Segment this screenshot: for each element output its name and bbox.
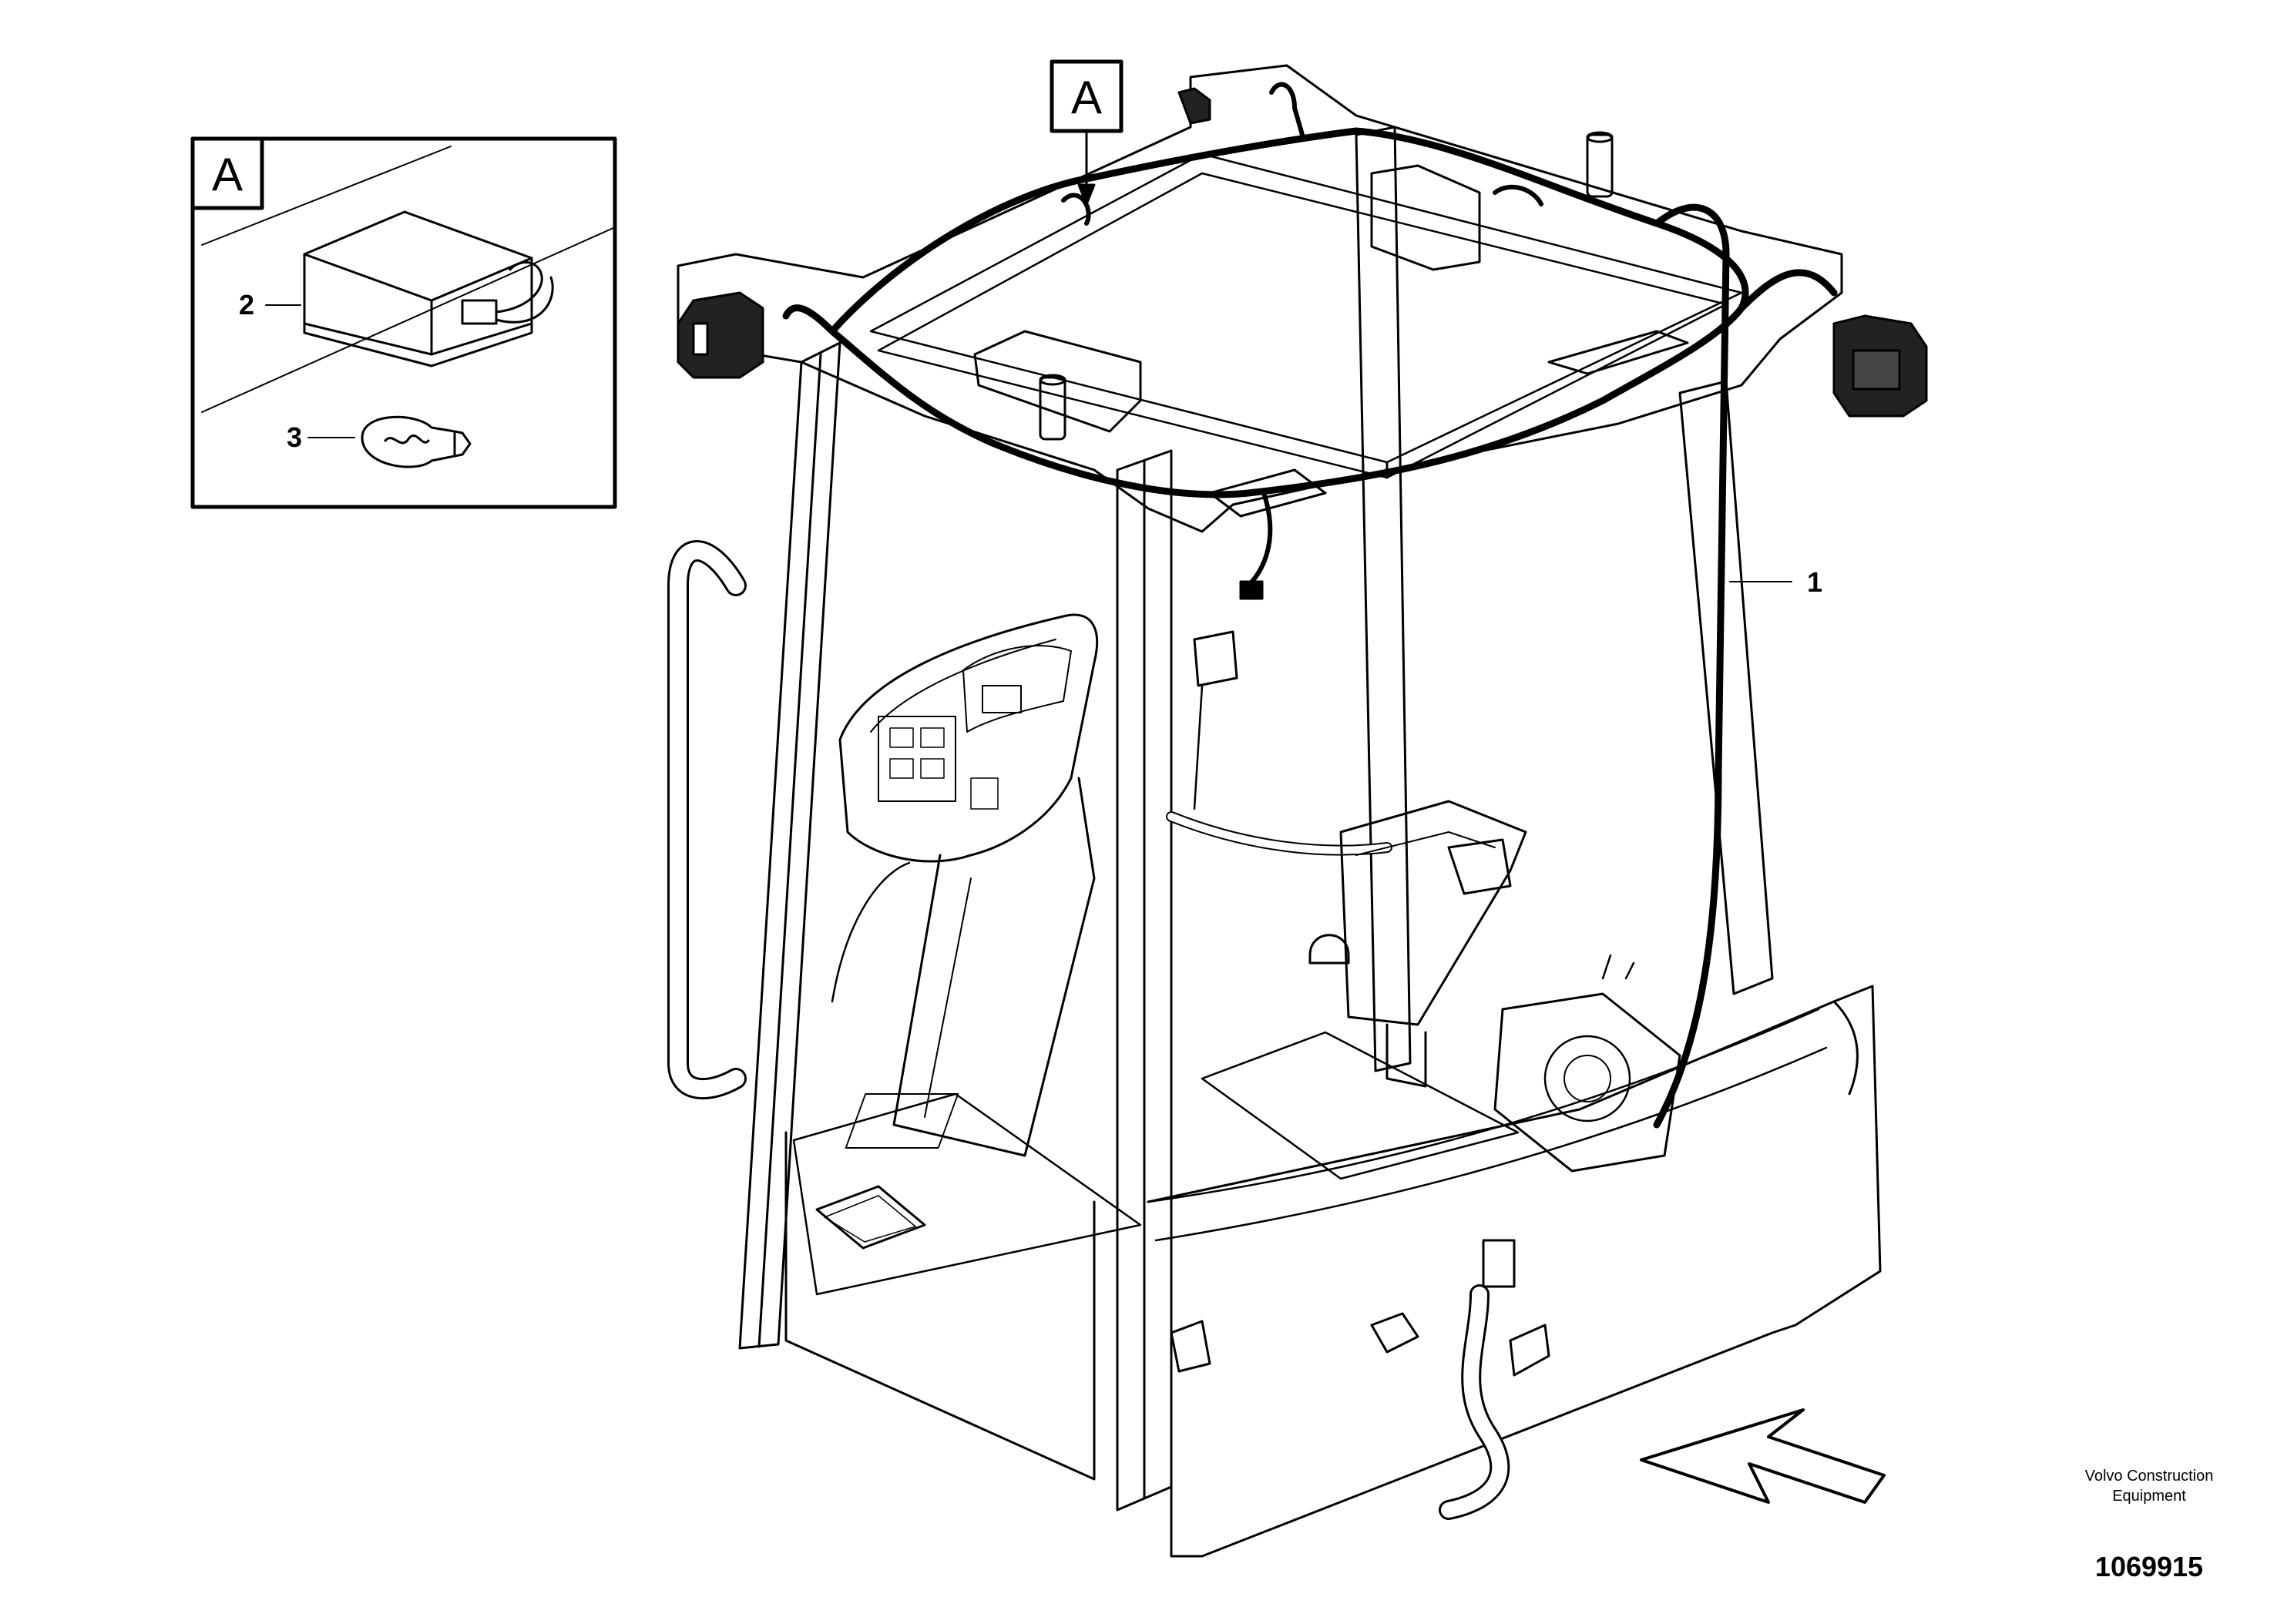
- view-direction-arrow: [1640, 1408, 1886, 1504]
- callout-1: 1: [1807, 566, 1822, 598]
- reference-number: 1069915: [2094, 1551, 2204, 1582]
- company-name: Volvo Construction Equipment: [2057, 1466, 2242, 1506]
- bulb-part: [361, 415, 472, 468]
- cab-pillars: [667, 126, 1774, 1512]
- work-lamp-left: [677, 291, 764, 379]
- company-line-1: Volvo Construction: [2084, 1468, 2214, 1485]
- detail-letter: A: [212, 149, 243, 200]
- rear-control-unit: [1308, 800, 1681, 1173]
- flasher-relay-part: [303, 210, 554, 367]
- cab-lower-body: [784, 985, 1882, 1558]
- callout-3: 3: [287, 421, 302, 453]
- view-marker-letter: A: [1071, 72, 1102, 123]
- work-lamp-right: [1832, 314, 1928, 418]
- cable-harness: [782, 82, 1838, 1520]
- dashboard-console: [831, 613, 1392, 1157]
- callout-2: 2: [239, 289, 254, 320]
- view-marker-a: [1050, 59, 1123, 206]
- detail-view-a: [190, 136, 617, 509]
- company-line-2: Equipment: [2112, 1488, 2186, 1505]
- work-lamp-top: [1177, 87, 1211, 125]
- detail-letter-box: [190, 136, 264, 210]
- detail-frame: [190, 136, 617, 509]
- cab-roof: [677, 64, 1843, 533]
